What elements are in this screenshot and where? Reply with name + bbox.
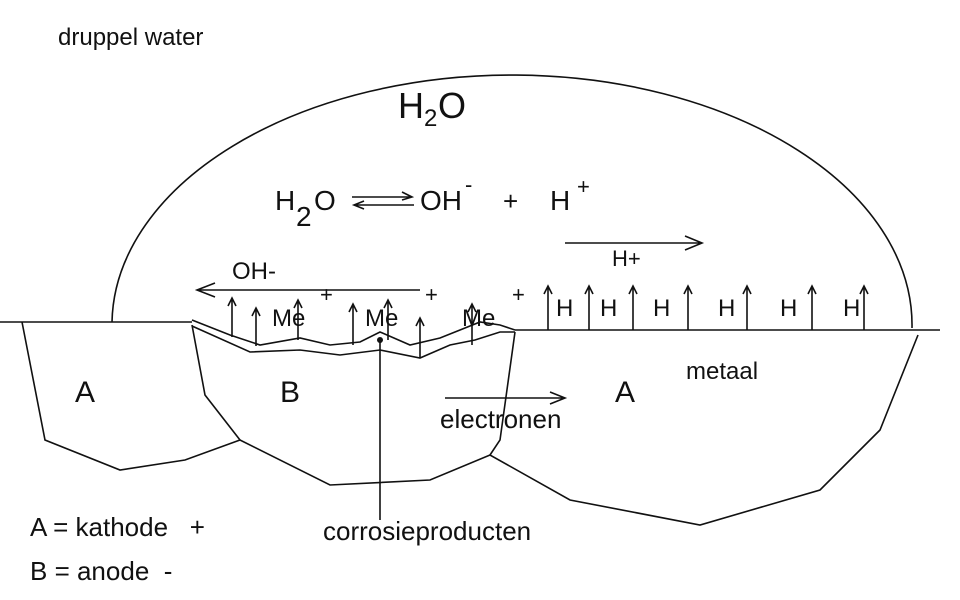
svg-text:2: 2 [424, 105, 437, 132]
metal-ion-labels: Me + Me + Me + [272, 282, 525, 332]
svg-text:O: O [314, 185, 336, 216]
svg-text:H: H [275, 185, 295, 216]
svg-text:+: + [577, 174, 590, 199]
electrons-label: electronen [440, 404, 561, 434]
svg-text:H: H [653, 295, 670, 322]
svg-text:H: H [718, 295, 735, 322]
corroded-surface-bottom [191, 325, 515, 359]
legend-cathode: A = kathode + [30, 512, 205, 542]
corrosion-products-label: corrosieproducten [323, 516, 531, 546]
grain-boundary-b-a [489, 331, 516, 456]
svg-text:Me: Me [462, 305, 495, 332]
electron-flow-arrow-icon [445, 391, 568, 405]
water-droplet-outline [111, 74, 913, 329]
region-a-left-label: A [75, 376, 95, 409]
water-formula: H 2 O [398, 85, 466, 132]
pointer-dot [377, 337, 383, 343]
water-equilibrium-equation: H 2 O OH - + H + [275, 172, 590, 232]
svg-text:H: H [550, 185, 570, 216]
metal-grain-lower-boundary [21, 321, 919, 526]
svg-text:+: + [503, 186, 518, 216]
svg-text:H: H [780, 295, 797, 322]
hydrogen-labels: H H H H H H [556, 295, 860, 322]
svg-text:+: + [320, 282, 333, 307]
h-plus-flow-arrow-icon [565, 235, 705, 251]
grain-boundary-a-b [191, 324, 241, 441]
region-a-right-label: A [615, 376, 635, 409]
svg-text:H: H [556, 295, 573, 322]
oh-minus-flow-label: OH- [232, 258, 276, 285]
metal-ion-arrows [227, 296, 477, 358]
svg-text:-: - [465, 172, 472, 197]
hydrogen-arrows [543, 284, 869, 330]
corroded-surface-top [191, 319, 516, 346]
droplet-label: druppel water [58, 24, 203, 51]
oh-minus-flow-arrow-icon [194, 282, 420, 298]
svg-text:H: H [398, 85, 424, 126]
svg-text:O: O [438, 85, 466, 126]
metal-label: metaal [686, 358, 758, 385]
h-plus-flow-label: H+ [612, 246, 641, 271]
svg-text:2: 2 [296, 201, 312, 232]
svg-text:H: H [600, 295, 617, 322]
svg-text:+: + [512, 282, 525, 307]
region-b-label: B [280, 376, 300, 409]
forward-arrow-icon [352, 191, 415, 201]
reverse-arrow-icon [351, 200, 414, 210]
svg-text:+: + [425, 282, 438, 307]
svg-text:OH: OH [420, 185, 462, 216]
svg-text:Me: Me [365, 305, 398, 332]
legend-anode: B = anode - [30, 556, 172, 586]
svg-text:H: H [843, 295, 860, 322]
svg-text:Me: Me [272, 305, 305, 332]
